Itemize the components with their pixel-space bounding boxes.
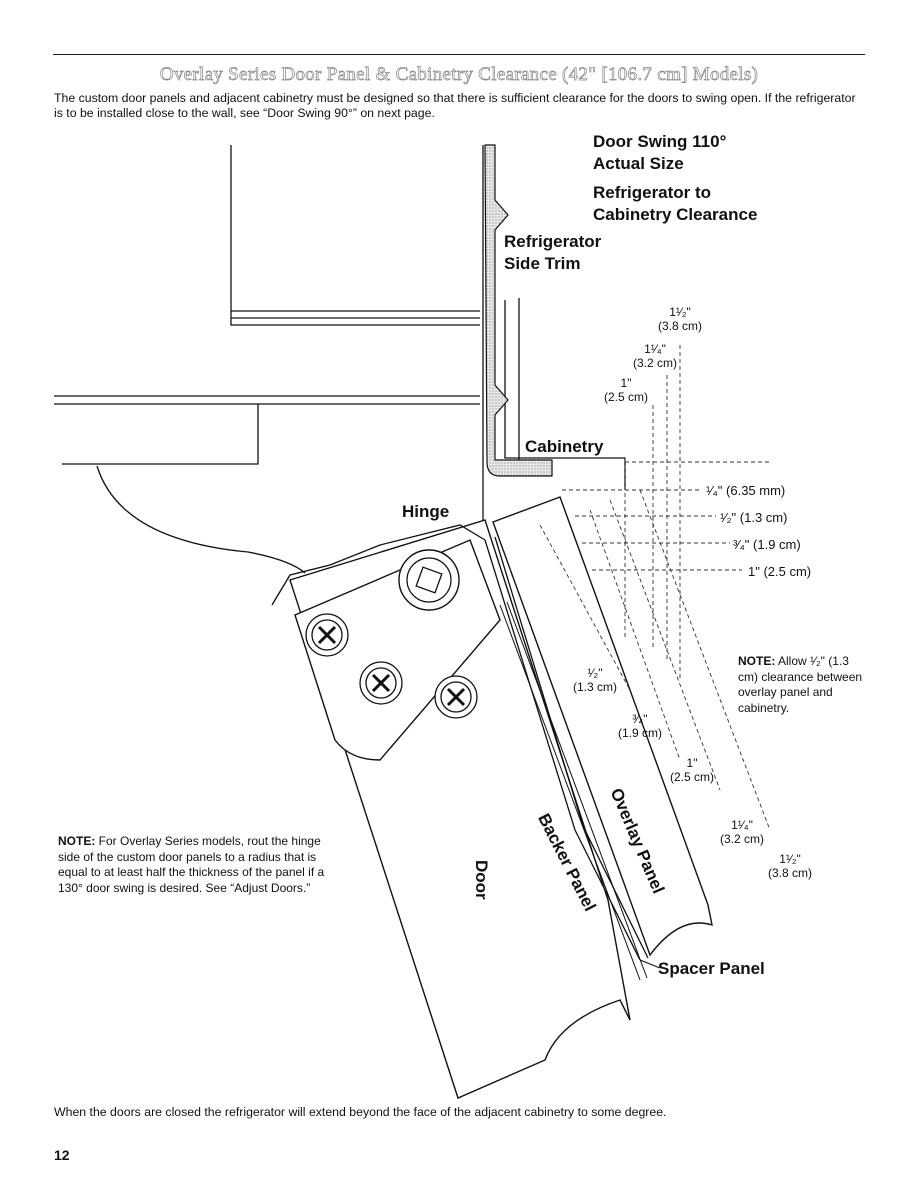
panel-dim-2-cm: (1.9 cm) xyxy=(617,726,662,740)
panel-dim-3-cm: (2.5 cm) xyxy=(669,770,714,784)
right-dim-2: ¹⁄₂" (1.3 cm) xyxy=(720,510,788,525)
actual-size-label: Actual Size xyxy=(593,154,684,173)
top-dim-1-in: 1¹⁄₂" xyxy=(669,305,691,319)
panel-dim-2: ³⁄₄" (1.9 cm) xyxy=(610,712,670,740)
rout-radius-note: NOTE: For Overlay Series models, rout th… xyxy=(58,834,330,896)
side-trim-label-line2: Side Trim xyxy=(504,254,581,273)
panel-dim-1: ¹⁄₂" (1.3 cm) xyxy=(565,666,625,694)
panel-dim-2-in: ³⁄₄" xyxy=(632,712,648,726)
clearance-label-line2: Cabinetry Clearance xyxy=(593,205,758,224)
page-heading: Overlay Series Door Panel & Cabinetry Cl… xyxy=(159,64,759,86)
panel-dim-1-cm: (1.3 cm) xyxy=(572,680,617,694)
header-rule xyxy=(53,54,865,55)
note-right-bold: NOTE: xyxy=(738,654,776,668)
top-dim-2-cm: (3.2 cm) xyxy=(632,356,677,370)
footer-text: When the doors are closed the refrigerat… xyxy=(54,1105,667,1119)
right-dim-4: 1" (2.5 cm) xyxy=(748,564,812,579)
top-dim-2-in: 1¹⁄₄" xyxy=(644,342,666,356)
panel-dim-4-cm: (3.2 cm) xyxy=(719,832,764,846)
panel-dim-4-in: 1¹⁄₄" xyxy=(731,818,753,832)
top-dim-3-cm: (2.5 cm) xyxy=(603,390,648,404)
right-dim-1: ¹⁄₄" (6.35 mm) xyxy=(706,483,786,498)
top-dim-3-in: 1" xyxy=(620,376,632,390)
note-left-text: For Overlay Series models, rout the hing… xyxy=(58,834,325,895)
note-left-bold: NOTE: xyxy=(58,834,96,848)
intro-text: The custom door panels and adjacent cabi… xyxy=(54,91,856,120)
door-label: Door xyxy=(472,860,491,900)
panel-dim-5: 1¹⁄₂" (3.8 cm) xyxy=(760,852,820,880)
hinge-label: Hinge xyxy=(402,502,450,521)
panel-dim-5-cm: (3.8 cm) xyxy=(767,866,812,880)
side-trim-label-line1: Refrigerator xyxy=(504,232,602,251)
cabinetry-label: Cabinetry xyxy=(525,437,604,456)
overlay-clearance-note: NOTE: Allow ¹⁄₂" (1.3 cm) clearance betw… xyxy=(738,654,868,716)
note-right-text: Allow ¹⁄₂" (1.3 cm) clearance between ov… xyxy=(738,654,863,715)
top-dim-3: 1" (2.5 cm) xyxy=(596,376,656,404)
panel-dim-4: 1¹⁄₄" (3.2 cm) xyxy=(712,818,772,846)
panel-dim-3-in: 1" xyxy=(686,756,698,770)
panel-dim-3: 1" (2.5 cm) xyxy=(662,756,722,784)
page-number: 12 xyxy=(54,1147,70,1163)
top-dim-2: 1¹⁄₄" (3.2 cm) xyxy=(625,342,685,370)
panel-dim-1-in: ¹⁄₂" xyxy=(587,666,603,680)
top-dim-1: 1¹⁄₂" (3.8 cm) xyxy=(650,305,710,333)
spacer-panel-label: Spacer Panel xyxy=(658,959,765,978)
top-dim-1-cm: (3.8 cm) xyxy=(657,319,702,333)
panel-dim-5-in: 1¹⁄₂" xyxy=(779,852,801,866)
clearance-label-line1: Refrigerator to xyxy=(593,183,712,202)
door-swing-label: Door Swing 110° xyxy=(593,132,727,151)
right-dim-3: ³⁄₄" (1.9 cm) xyxy=(733,537,801,552)
